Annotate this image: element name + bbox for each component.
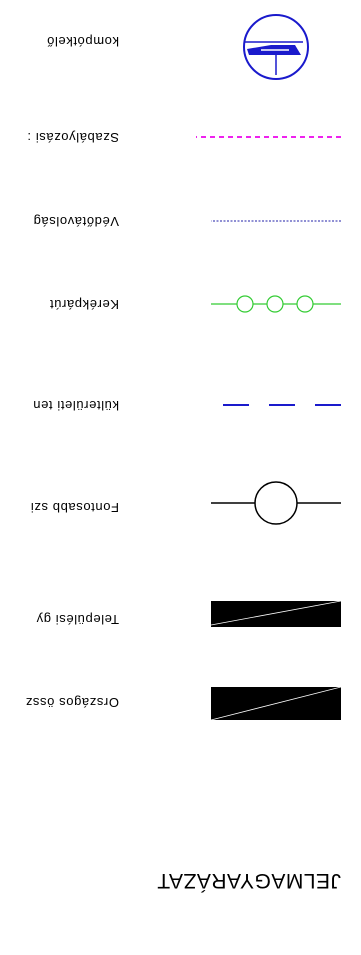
- legend-row-national-road: Országos össz: [0, 682, 361, 722]
- legend-label: Települési gy: [36, 612, 119, 627]
- legend-label: Szabályozási :: [26, 130, 119, 145]
- legend-row-regulation: Szabályozási :: [0, 117, 361, 157]
- legend-label: Fontosabb szi: [30, 500, 119, 515]
- black-wedge-bar-symbol: [211, 682, 341, 722]
- legend-row-bicycle-path: Kerékpárút: [0, 284, 361, 324]
- dashed-blue-line-symbol: [211, 385, 341, 425]
- legend-row-outskirts: külterületi ten: [0, 385, 361, 425]
- legend-label: kompótkelő: [46, 34, 119, 49]
- dotted-blue-line-symbol: [211, 201, 341, 241]
- legend-row-settlement-road: Települési gy: [0, 599, 361, 639]
- green-line-with-circles-symbol: [211, 284, 341, 324]
- legend-label: külterületi ten: [32, 398, 119, 413]
- legend-row-major-road: Fontosabb szi: [0, 481, 361, 527]
- magenta-dashed-line-symbol: [196, 117, 341, 157]
- line-with-circle-symbol: [211, 481, 341, 527]
- legend-label: Kerékpárút: [49, 297, 119, 312]
- legend-title: JELMAGYARÁZAT: [156, 869, 341, 892]
- legend-label: Védőtávolság: [33, 214, 119, 229]
- legend-row-ferry: kompótkelő: [0, 14, 361, 80]
- ferry-crossing-icon: [211, 1, 341, 81]
- legend-label: Országos össz: [25, 695, 119, 710]
- black-wedge-bar-symbol: [211, 599, 341, 639]
- legend-row-protection-distance: Védőtávolság: [0, 201, 361, 241]
